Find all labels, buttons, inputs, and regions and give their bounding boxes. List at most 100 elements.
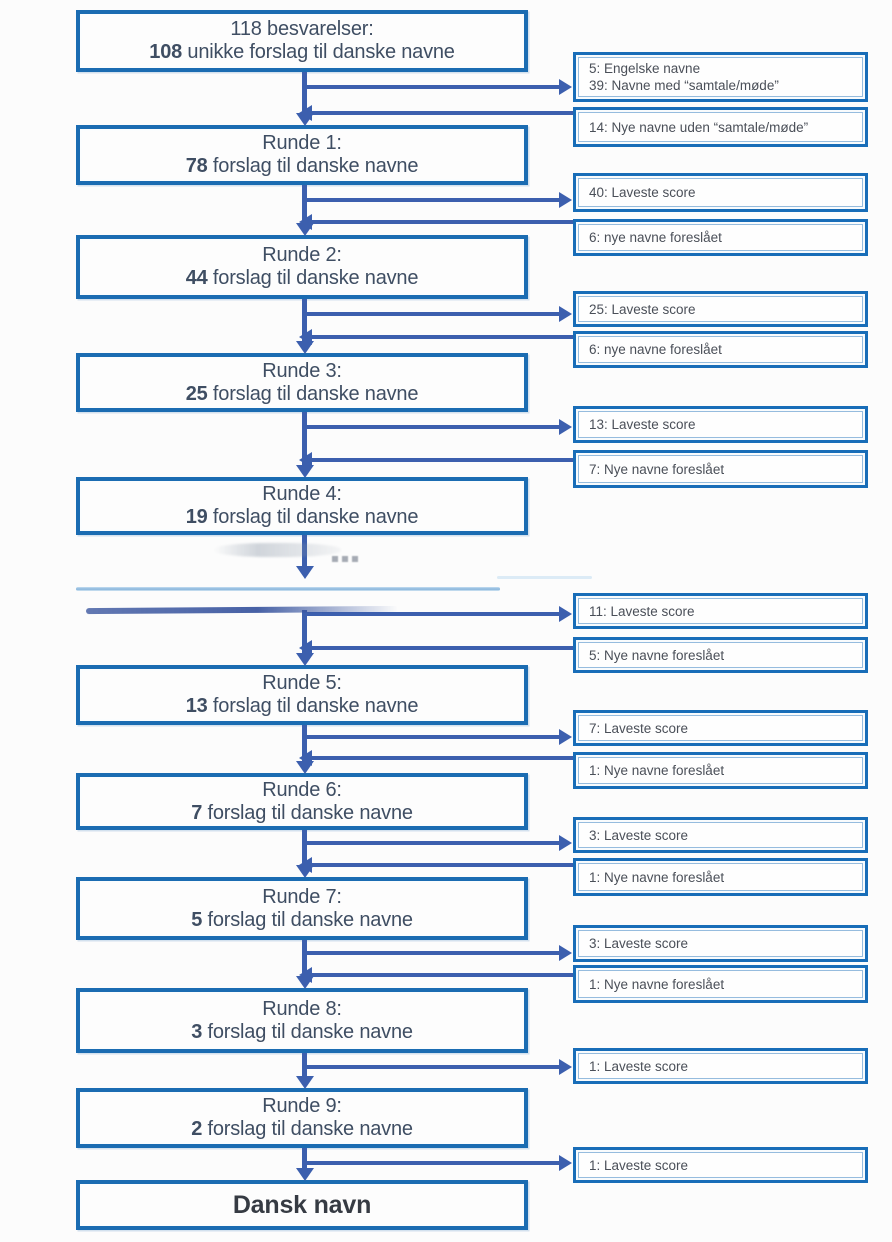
node-title: 118 besvarelser: xyxy=(230,18,374,40)
side-note-line: 14: Nye navne uden “samtale/møde” xyxy=(589,119,809,135)
node-count-line: 2 forslag til danske navne xyxy=(191,1118,413,1141)
flow-node-runde-4: Runde 4:19 forslag til danske navne xyxy=(76,477,528,535)
side-note-out-9: 1: Laveste score xyxy=(573,1147,868,1183)
side-note-in-1: 6: nye navne foreslået xyxy=(573,219,868,256)
arrow-vertical-1 xyxy=(302,185,307,225)
arrow-vertical-10 xyxy=(302,1148,307,1170)
scan-artifact-faint-blue-line xyxy=(497,576,592,579)
side-note-line: 1: Nye navne foreslået xyxy=(589,763,725,778)
arrowhead-down-icon xyxy=(296,1168,314,1181)
node-title: Runde 1: xyxy=(262,132,342,154)
side-note-out-7: 3: Laveste score xyxy=(573,925,868,962)
side-note-line: 1: Laveste score xyxy=(589,1058,689,1074)
arrow-vertical-7 xyxy=(302,830,307,867)
arrow-vertical-0 xyxy=(302,72,307,115)
side-note-line: 5: Nye navne foreslået xyxy=(589,647,725,663)
side-note-line: 7: Nye navne foreslået xyxy=(589,461,725,477)
node-count: 19 xyxy=(185,506,208,528)
node-count-text: unikke forslag til danske navne xyxy=(182,41,455,63)
side-note-in-5: 1: Nye navne foreslået xyxy=(573,752,868,789)
node-count-text: forslag til danske navne xyxy=(207,155,419,177)
node-title: Runde 3: xyxy=(262,359,342,382)
node-title: Runde 5: xyxy=(262,672,342,694)
node-title: Runde 7: xyxy=(262,885,342,908)
scan-artifact-tiny-marks xyxy=(332,556,362,562)
side-note-line: 1: Nye navne foreslået xyxy=(589,976,725,992)
arrow-out-8 xyxy=(304,1065,561,1069)
side-note-out-4: 11: Laveste score xyxy=(573,593,868,629)
flow-node-runde-7: Runde 7:5 forslag til danske navne xyxy=(76,877,528,940)
arrow-vertical-6 xyxy=(302,725,307,763)
node-count-line: 108 unikke forslag til danske navne xyxy=(149,41,455,64)
arrowhead-right-icon xyxy=(559,79,572,95)
side-note-in-3: 7: Nye navne foreslået xyxy=(573,450,868,488)
node-count-line: 3 forslag til danske navne xyxy=(191,1021,413,1044)
side-note-in-2: 6: nye navne foreslået xyxy=(573,331,868,368)
flow-node-runde-8: Runde 8:3 forslag til danske navne xyxy=(76,988,528,1053)
arrowhead-right-icon xyxy=(559,192,572,208)
arrow-in-7 xyxy=(310,973,573,977)
node-count-text: forslag til danske navne xyxy=(202,801,413,824)
flow-node-runde-3: Runde 3:25 forslag til danske navne xyxy=(76,353,528,412)
arrow-in-6 xyxy=(310,863,573,867)
node-count-line: 78 forslag til danske navne xyxy=(186,155,419,178)
arrowhead-right-icon xyxy=(559,419,572,435)
flow-node-runde-1: Runde 1:78 forslag til danske navne xyxy=(76,125,528,185)
arrow-out-4 xyxy=(304,612,561,616)
side-note-line: 25: Laveste score xyxy=(589,301,696,317)
arrow-out-2 xyxy=(304,312,561,316)
side-note-line: 5: Engelske navne xyxy=(589,61,701,76)
arrowhead-left-icon xyxy=(299,967,312,983)
arrow-out-0 xyxy=(304,85,561,89)
arrow-out-6 xyxy=(304,841,561,845)
side-note-line: 11: Laveste score xyxy=(589,603,695,619)
side-note-line: 7: Laveste score xyxy=(589,720,689,736)
final-node-label: Dansk navn xyxy=(232,1190,372,1219)
arrowhead-right-icon xyxy=(559,1059,572,1075)
side-note-out-2: 25: Laveste score xyxy=(573,291,868,327)
side-note-line: 39: Navne med “samtale/møde” xyxy=(589,78,779,93)
arrowhead-left-icon xyxy=(299,640,312,656)
side-note-in-4: 5: Nye navne foreslået xyxy=(573,637,868,673)
node-count: 78 xyxy=(185,155,208,177)
node-count-line: 7 forslag til danske navne xyxy=(191,802,413,825)
side-note-line: 6: nye navne foreslået xyxy=(589,230,722,245)
node-count: 5 xyxy=(191,908,203,931)
arrowhead-down-icon xyxy=(296,465,314,478)
side-note-out-8: 1: Laveste score xyxy=(573,1048,868,1084)
node-count-text: forslag til danske navne xyxy=(202,1118,413,1140)
side-note-line: 6: nye navne foreslået xyxy=(589,342,722,357)
arrow-out-5 xyxy=(304,735,561,739)
arrow-out-3 xyxy=(304,425,561,429)
side-note-line: 3: Laveste score xyxy=(589,827,689,843)
arrow-in-5 xyxy=(310,756,573,760)
arrow-vertical-5 xyxy=(302,610,307,655)
arrowhead-left-icon xyxy=(299,214,312,230)
side-note-out-5: 7: Laveste score xyxy=(573,710,868,746)
node-count-line: 5 forslag til danske navne xyxy=(191,909,413,932)
scan-artifact-light-blue-line xyxy=(76,587,500,591)
arrow-out-1 xyxy=(304,198,561,202)
arrow-in-0 xyxy=(310,111,573,115)
flow-node-runde-2: Runde 2:44 forslag til danske navne xyxy=(76,235,528,299)
arrow-out-7 xyxy=(304,951,561,955)
side-note-in-6: 1: Nye navne foreslået xyxy=(573,858,868,896)
node-count-line: 25 forslag til danske navne xyxy=(186,383,419,406)
node-count: 7 xyxy=(191,801,203,824)
node-count: 44 xyxy=(185,267,208,289)
node-count-text: forslag til danske navne xyxy=(207,267,419,289)
arrowhead-right-icon xyxy=(559,945,572,961)
side-note-in-0: 14: Nye navne uden “samtale/møde” xyxy=(573,107,868,147)
flow-node-runde-6: Runde 6:7 forslag til danske navne xyxy=(76,773,528,830)
arrow-in-1 xyxy=(310,220,573,224)
side-note-out-3: 13: Laveste score xyxy=(573,406,868,443)
node-count: 25 xyxy=(185,382,208,405)
scan-artifact-gray-smudge xyxy=(213,543,341,557)
node-count-text: forslag til danske navne xyxy=(202,1020,413,1043)
node-title: Runde 8: xyxy=(262,997,342,1020)
flow-node-final: Dansk navn xyxy=(76,1180,528,1230)
arrow-in-2 xyxy=(310,335,573,339)
arrowhead-left-icon xyxy=(299,857,312,873)
flow-node-runde-9: Runde 9:2 forslag til danske navne xyxy=(76,1088,528,1148)
side-note-line: 1: Nye navne foreslået xyxy=(589,869,725,885)
